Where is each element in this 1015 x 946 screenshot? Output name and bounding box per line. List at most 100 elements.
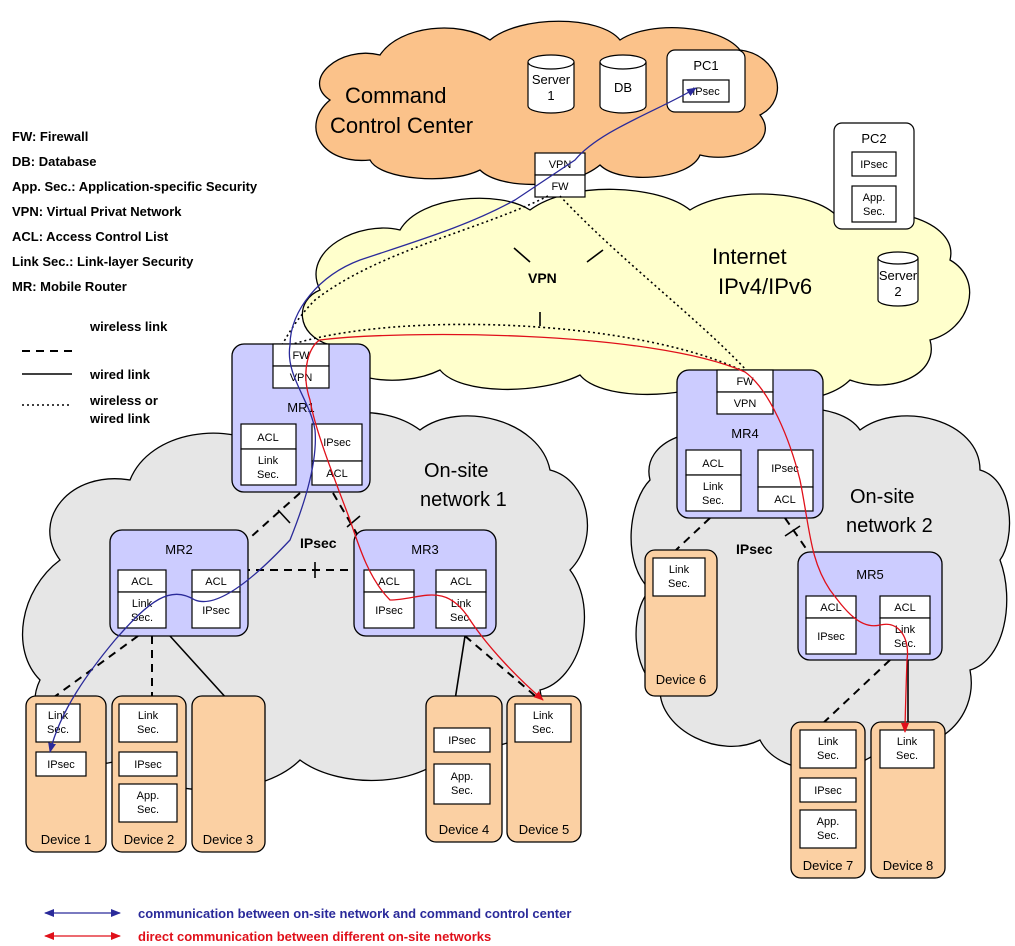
onsite2-label-2: network 2 — [846, 515, 933, 537]
mr5-label: MR5 — [856, 567, 883, 582]
pc1-ipsec: IPsec — [692, 86, 720, 98]
device-4: IPsec App. Sec. Device 4 — [425, 695, 503, 843]
pc2-app-1: App. — [863, 192, 886, 204]
mr4-acl: ACL — [702, 458, 723, 470]
pc2-ipsec: IPsec — [860, 159, 888, 171]
pc2: PC2 IPsec App. Sec. — [833, 122, 915, 230]
ccc-fw: FW — [551, 181, 569, 193]
legend-mr: MR: Mobile Router — [12, 279, 127, 294]
legend-acl: ACL: Access Control List — [12, 229, 169, 244]
device-5: Link Sec. Device 5 — [506, 695, 582, 843]
device-8-label: Device 8 — [883, 858, 934, 873]
device-6-link: Link — [669, 564, 690, 576]
legend-wired-label: wired link — [89, 367, 151, 382]
onsite2-label-1: On-site — [850, 486, 914, 508]
device-7-app: App. — [817, 816, 840, 828]
mr4-ipsec: IPsec — [771, 463, 799, 475]
pc2-label: PC2 — [861, 131, 886, 146]
legend-link-sec: Link Sec.: Link-layer Security — [12, 254, 194, 269]
mr1-ipsec: IPsec — [323, 437, 351, 449]
device-5-link: Link — [533, 710, 554, 722]
onsite1-label-1: On-site — [424, 460, 488, 482]
device-1: Link Sec. IPsec Device 1 — [25, 695, 107, 853]
mr2-label: MR2 — [165, 542, 192, 557]
mr4-acl-2: ACL — [774, 494, 795, 506]
pc2-app-2: Sec. — [863, 206, 885, 218]
device-4-ipsec: IPsec — [448, 735, 476, 747]
legend-db: DB: Database — [12, 154, 97, 169]
mr3-label: MR3 — [411, 542, 438, 557]
legend-red-label: direct communication between different o… — [138, 929, 491, 944]
server-1: Server 1 — [527, 54, 575, 114]
device-1-label: Device 1 — [41, 832, 92, 847]
mr1: FW VPN MR1 ACL Link Sec. IPsec ACL — [231, 343, 371, 493]
onsite2-ipsec-label: IPsec — [736, 541, 773, 557]
legend-app-sec: App. Sec.: Application-specific Security — [12, 179, 258, 194]
mr2-ipsec: IPsec — [202, 605, 230, 617]
device-6: Link Sec. Device 6 — [644, 549, 718, 697]
pc1: PC1 IPsec — [666, 49, 746, 113]
server-2-label-1: Server — [879, 268, 918, 283]
device-2: Link Sec. IPsec App. Sec. Device 2 — [111, 695, 187, 853]
legend-vpn: VPN: Virtual Privat Network — [12, 204, 182, 219]
legend-either-label-2: wired link — [89, 411, 151, 426]
mr3-ipsec: IPsec — [375, 605, 403, 617]
server-1-label-1: Server — [532, 72, 571, 87]
ccc-title-1: Command — [345, 83, 446, 108]
device-2-app-sec: Sec. — [137, 804, 159, 816]
device-7: Link Sec. IPsec App. Sec. Device 7 — [790, 721, 866, 879]
mr5: MR5 ACL IPsec ACL Link Sec. — [797, 551, 943, 661]
device-5-sec: Sec. — [532, 724, 554, 736]
vpn-label: VPN — [528, 270, 557, 286]
pc1-label: PC1 — [693, 58, 718, 73]
mr2-sec: Sec. — [131, 612, 153, 624]
device-7-link: Link — [818, 736, 839, 748]
device-7-sec: Sec. — [817, 750, 839, 762]
mr5-sec: Sec. — [894, 638, 916, 650]
device-3-label: Device 3 — [203, 832, 254, 847]
database-label: DB — [614, 80, 632, 95]
device-5-label: Device 5 — [519, 822, 570, 837]
mr4: FW VPN MR4 ACL Link Sec. IPsec ACL — [676, 369, 824, 519]
mr1-link: Link — [258, 455, 279, 467]
ccc-title-2: Control Center — [330, 113, 473, 138]
mr5-ipsec: IPsec — [817, 631, 845, 643]
device-7-ipsec: IPsec — [814, 785, 842, 797]
internet-title-2: IPv4/IPv6 — [718, 274, 812, 299]
mr2: MR2 ACL Link Sec. ACL IPsec — [109, 529, 249, 637]
mr1-acl-2: ACL — [326, 468, 347, 480]
server-2: Server 2 — [877, 251, 919, 307]
device-2-sec: Sec. — [137, 724, 159, 736]
red-communication-path — [305, 333, 910, 733]
device-4-app-sec: Sec. — [451, 785, 473, 797]
abbreviation-legend: FW: Firewall DB: Database App. Sec.: App… — [12, 129, 258, 294]
mr5-acl: ACL — [820, 602, 841, 614]
device-3: Device 3 — [191, 695, 266, 853]
mr4-link: Link — [703, 481, 724, 493]
device-2-ipsec: IPsec — [134, 759, 162, 771]
device-6-sec: Sec. — [668, 578, 690, 590]
database: DB — [599, 54, 647, 114]
device-8-sec: Sec. — [896, 750, 918, 762]
device-7-label: Device 7 — [803, 858, 854, 873]
mr1-acl: ACL — [257, 432, 278, 444]
link-mr4-device6 — [675, 517, 711, 551]
mr3-acl-2: ACL — [450, 576, 471, 588]
device-4-label: Device 4 — [439, 822, 490, 837]
device-6-label: Device 6 — [656, 672, 707, 687]
mr3-acl: ACL — [378, 576, 399, 588]
internet-title-1: Internet — [712, 244, 787, 269]
device-8: Link Sec. Device 8 — [870, 721, 946, 879]
mr2-acl: ACL — [131, 576, 152, 588]
device-1-sec: Sec. — [47, 724, 69, 736]
ccc-gateway: VPN FW — [534, 152, 586, 198]
mr2-link: Link — [132, 598, 153, 610]
legend-fw: FW: Firewall — [12, 129, 88, 144]
device-2-app: App. — [137, 790, 160, 802]
mr2-acl-2: ACL — [205, 576, 226, 588]
device-1-ipsec: IPsec — [47, 759, 75, 771]
ipsec-tick-4 — [784, 525, 801, 537]
mr1-sec: Sec. — [257, 469, 279, 481]
legend-either-label-1: wireless or — [89, 393, 158, 408]
device-2-link: Link — [138, 710, 159, 722]
